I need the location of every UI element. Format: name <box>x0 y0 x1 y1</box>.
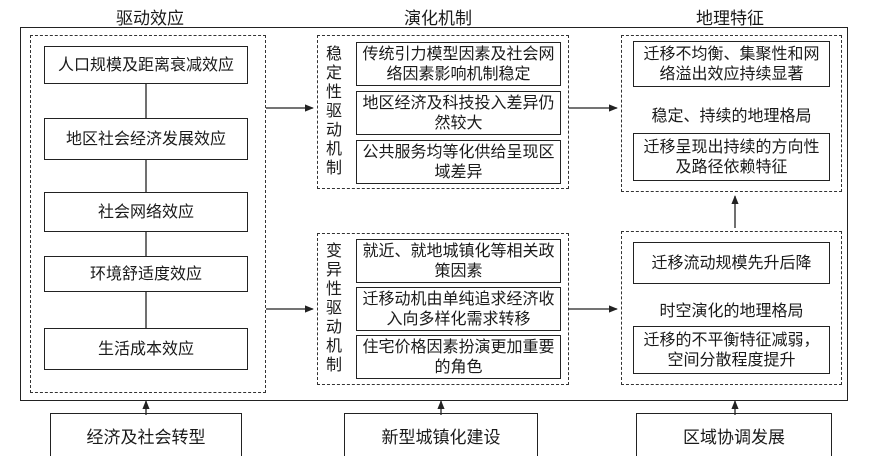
variable-feature-bottom: 迁移的不平衡特征减弱，空间分散程度提升 <box>633 326 830 374</box>
stable-mechanism-item: 地区经济及科技投入差异仍然较大 <box>356 91 561 135</box>
stable-mechanism-item: 公共服务均等化供给呈现区域差异 <box>356 140 561 184</box>
header-features: 地理特征 <box>696 9 764 29</box>
variable-feature-top: 迁移流动规模先升后降 <box>633 242 830 284</box>
variable-feature-title: 时空演化的地理格局 <box>659 301 804 320</box>
driver-box: 人口规模及距离衰减效应 <box>44 46 248 84</box>
driver-box: 环境舒适度效应 <box>44 256 248 292</box>
header-drivers: 驱动效应 <box>116 9 184 29</box>
driver-box: 社会网络效应 <box>44 192 248 232</box>
stable-feature-title: 稳定、持续的地理格局 <box>651 106 812 125</box>
bottom-box-economic-social: 经济及社会转型 <box>50 413 242 456</box>
variable-features-group <box>621 231 842 385</box>
bottom-box-regional: 区域协调发展 <box>636 413 832 456</box>
variable-mechanism-item: 住宅价格因素扮演更加重要的角色 <box>356 335 561 379</box>
stable-feature-bottom: 迁移呈现出持续的方向性及路径依赖特征 <box>633 133 830 181</box>
driver-box: 地区社会经济发展效应 <box>44 118 248 160</box>
driver-box: 生活成本效应 <box>44 328 248 370</box>
bottom-box-urbanization: 新型城镇化建设 <box>344 413 538 456</box>
drivers-group <box>30 35 266 393</box>
stable-feature-top: 迁移不均衡、集聚性和网络溢出效应持续显著 <box>633 41 830 87</box>
variable-mechanism-item: 迁移动机由单纯追求经济收入向多样化需求转移 <box>356 287 561 331</box>
stable-features-group <box>621 35 842 192</box>
outer-frame <box>20 27 848 401</box>
variable-mechanism-group <box>317 233 569 385</box>
stable-mechanism-item: 传统引力模型因素及社会网络因素影响机制稳定 <box>356 42 561 86</box>
stable-mechanism-group <box>317 35 569 189</box>
stable-mechanism-label: 稳定性驱动机制 <box>325 44 342 177</box>
variable-mechanism-label: 变异性驱动机制 <box>325 241 342 374</box>
header-mechanism: 演化机制 <box>404 9 472 29</box>
variable-mechanism-item: 就近、就地城镇化等相关政策因素 <box>356 239 561 283</box>
